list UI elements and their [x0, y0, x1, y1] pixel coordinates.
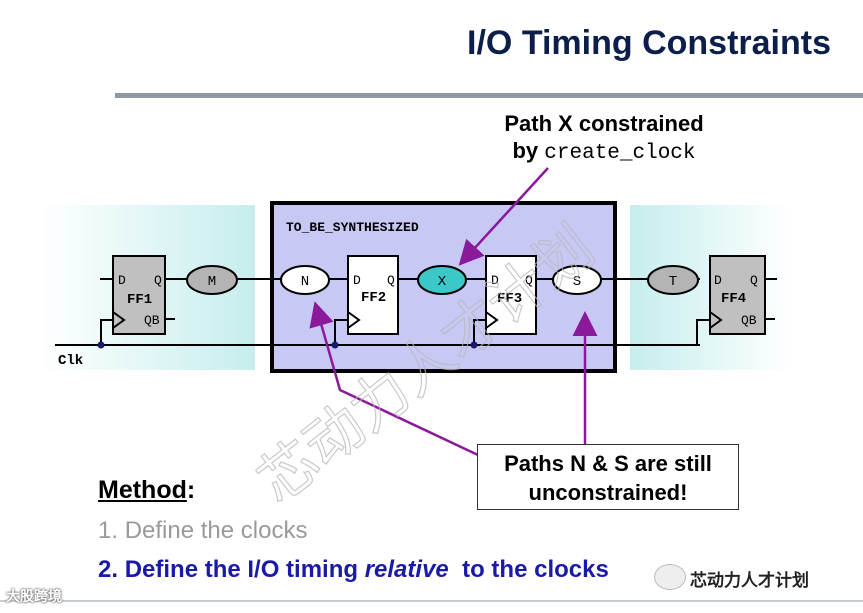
ff4-name: FF4 — [721, 291, 746, 307]
ff3-name: FF3 — [497, 291, 522, 307]
path-s-label: S — [573, 274, 581, 290]
step-1-text: Define the clocks — [124, 517, 308, 544]
ff4-q-label: Q — [750, 273, 758, 288]
ff1: D Q FF1 QB — [112, 255, 166, 335]
path-x: X — [417, 265, 467, 295]
ff2-q-label: Q — [387, 273, 395, 288]
ff1-clock-branch — [100, 319, 113, 345]
path-n: N — [280, 265, 330, 295]
wechat-logo-icon — [654, 564, 686, 590]
arrow-to-n — [309, 301, 479, 457]
path-x-callout-line1: Path X constrained — [504, 111, 704, 136]
path-x-callout: Path X constrained by create_clock — [470, 110, 738, 167]
path-x-callout-line2: by create_clock — [470, 137, 738, 167]
ff2-clock-branch — [334, 319, 348, 345]
clock-junction — [470, 341, 478, 349]
create-clock-code: create_clock — [544, 142, 696, 165]
title-divider — [115, 93, 863, 98]
step-2-emphasis: relative — [364, 556, 449, 583]
ff2-d-label: D — [353, 273, 361, 288]
ff4: D Q FF4 QB — [709, 255, 766, 335]
path-t-label: T — [669, 274, 677, 290]
ff4-clock-branch — [696, 319, 710, 345]
step-2-post: to the clocks — [448, 556, 609, 583]
ff1-name: FF1 — [127, 292, 152, 308]
arrow-to-x — [458, 167, 549, 266]
method-word: Method — [98, 476, 187, 504]
path-m: M — [186, 265, 238, 295]
step-1: 1. Define the clocks — [98, 517, 307, 545]
method-heading: Method: — [98, 476, 195, 505]
ff3-q-label: Q — [525, 273, 533, 288]
ff1-d-label: D — [118, 273, 126, 288]
ff3: D Q FF3 — [485, 255, 537, 335]
callout-prefix: by — [512, 138, 545, 163]
ff1-qb-label: QB — [144, 313, 160, 328]
ff4-qb-label: QB — [741, 313, 757, 328]
ff4-d-label: D — [714, 273, 722, 288]
watermark-bottom-right: 芯动力人才计划 — [690, 571, 809, 591]
step-2: 2. Define the I/O timing relative to the… — [98, 556, 609, 584]
ff2-name: FF2 — [361, 290, 386, 306]
step-1-num: 1. — [98, 517, 119, 544]
ff1-q-label: Q — [154, 273, 162, 288]
ff3-clock-branch — [473, 319, 486, 345]
ff3-d-label: D — [491, 273, 499, 288]
clock-junction — [331, 341, 339, 349]
slide-title: I/O Timing Constraints — [467, 24, 831, 62]
watermark-bottom-left: 大股跨境 — [6, 588, 62, 604]
path-m-label: M — [208, 274, 216, 290]
bottom-divider — [0, 600, 863, 602]
clock-junction — [97, 341, 105, 349]
block-label: TO_BE_SYNTHESIZED — [286, 220, 419, 235]
unconstrained-line1: Paths N & S are still — [504, 451, 712, 476]
path-n-label: N — [301, 274, 309, 290]
method-colon: : — [186, 476, 196, 504]
ff2: D Q FF2 — [347, 255, 399, 335]
clk-label: Clk — [58, 353, 83, 369]
path-t: T — [647, 265, 699, 295]
path-s: S — [552, 265, 602, 295]
step-2-num: 2. — [98, 556, 119, 583]
unconstrained-line2: unconstrained! — [528, 480, 688, 505]
step-2-pre: Define the I/O timing — [124, 556, 365, 583]
path-x-label: X — [438, 274, 447, 290]
unconstrained-callout: Paths N & S are still unconstrained! — [477, 444, 739, 510]
